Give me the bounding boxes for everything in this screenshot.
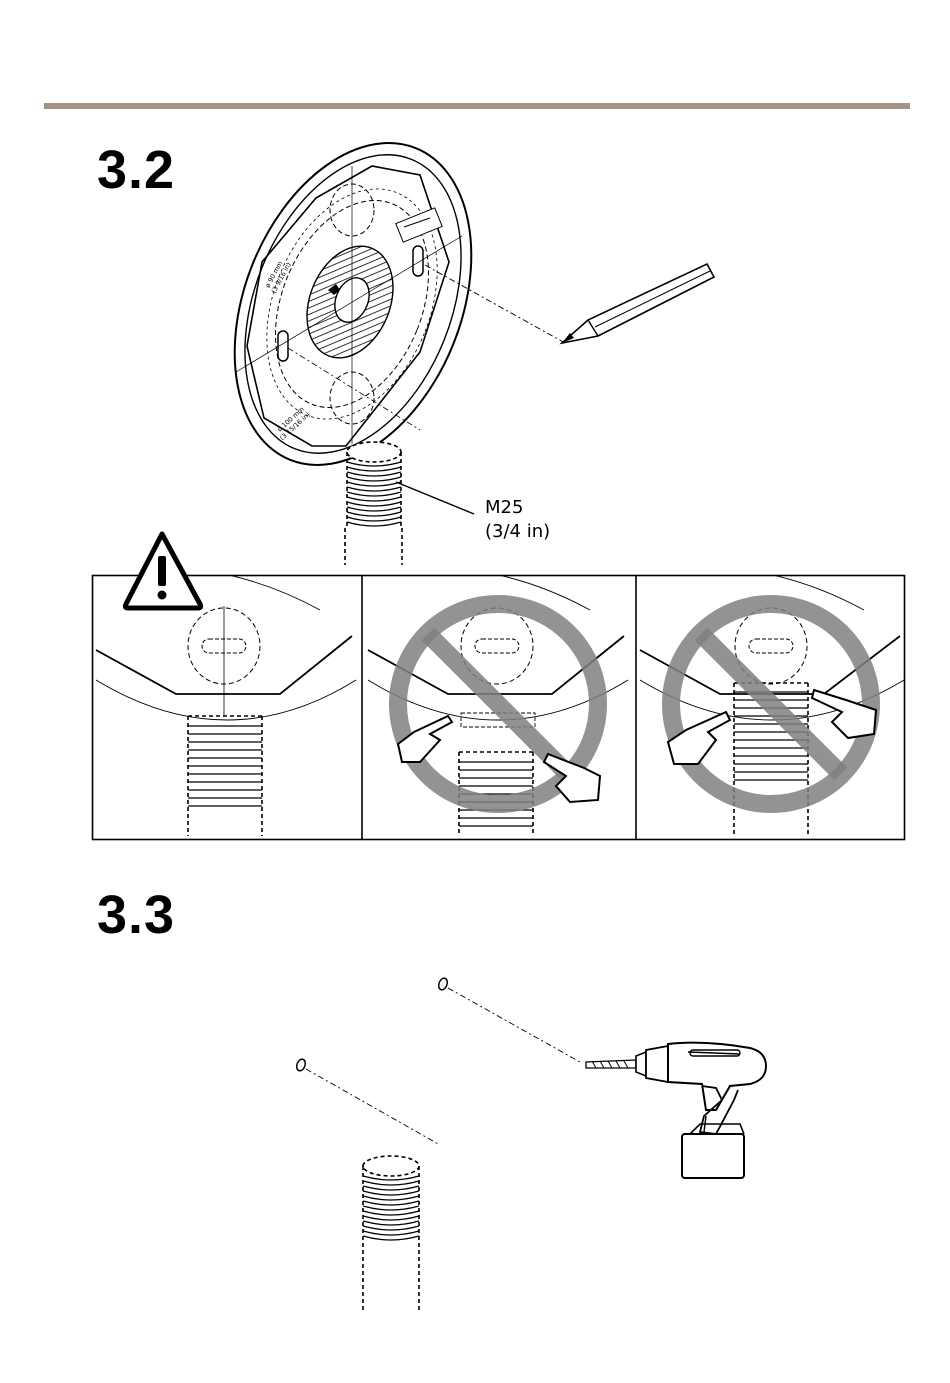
threaded-conduit [363, 1156, 419, 1310]
threaded-conduit [345, 442, 474, 565]
drilling-figure [295, 977, 766, 1310]
mounting-plate-figure: ø 90 mm (3 9/16 in) ø 100 mm (3 15/16 in… [190, 108, 714, 565]
warning-box [93, 534, 905, 840]
drill-icon [586, 1043, 766, 1178]
warning-icon [125, 534, 200, 608]
pencil-icon [562, 264, 714, 343]
